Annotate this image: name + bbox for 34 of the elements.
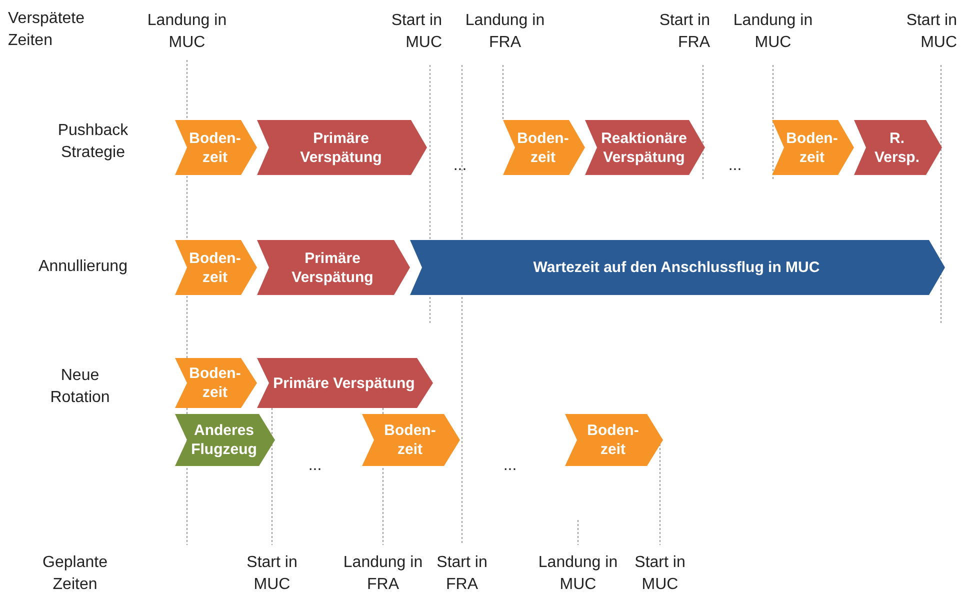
row-label: Neue Rotation xyxy=(49,366,111,408)
chevron-step: Boden- zeit xyxy=(565,414,663,466)
ellipsis: ... xyxy=(307,456,323,476)
chevron-step: Boden- zeit xyxy=(175,240,257,295)
time-label: Start in FRA xyxy=(658,11,710,53)
time-label: Landung in MUC xyxy=(537,553,619,595)
time-label: Start in MUC xyxy=(905,11,957,53)
row-label: Geplante Zeiten xyxy=(42,553,108,595)
chevron-step: Boden- zeit xyxy=(362,414,460,466)
time-label: Landung in MUC xyxy=(732,11,814,53)
chevron-step: Anderes Flugzeug xyxy=(175,414,275,466)
row-label: Verspätete Zeiten xyxy=(8,9,86,51)
chevron-step: Wartezeit auf den Anschlussflug in MUC xyxy=(410,240,945,295)
chevron-step: Primäre Verspätung xyxy=(257,120,427,175)
chevron-step: Boden- zeit xyxy=(772,120,854,175)
chevron-step: Primäre Verspätung xyxy=(257,240,410,295)
time-label: Start in MUC xyxy=(390,11,442,53)
ellipsis: ... xyxy=(502,456,518,476)
chevron-step: Boden- zeit xyxy=(175,120,257,175)
chevron-step: Boden- zeit xyxy=(175,358,257,408)
time-label: Start in MUC xyxy=(634,553,686,595)
time-label: Landung in FRA xyxy=(342,553,424,595)
chevron-step: Primäre Verspätung xyxy=(257,358,433,408)
chevron-step: R. Versp. xyxy=(854,120,942,175)
time-label: Landung in FRA xyxy=(464,11,546,53)
time-label: Start in FRA xyxy=(436,553,488,595)
row-label: Annullierung xyxy=(38,257,128,277)
chevron-step: Reaktionäre Verspätung xyxy=(585,120,705,175)
ellipsis: ... xyxy=(452,156,468,176)
chevron-step: Boden- zeit xyxy=(503,120,585,175)
time-label: Landung in MUC xyxy=(146,11,228,53)
ellipsis: ... xyxy=(727,156,743,176)
row-label: Pushback Strategie xyxy=(56,121,130,163)
time-label: Start in MUC xyxy=(246,553,298,595)
